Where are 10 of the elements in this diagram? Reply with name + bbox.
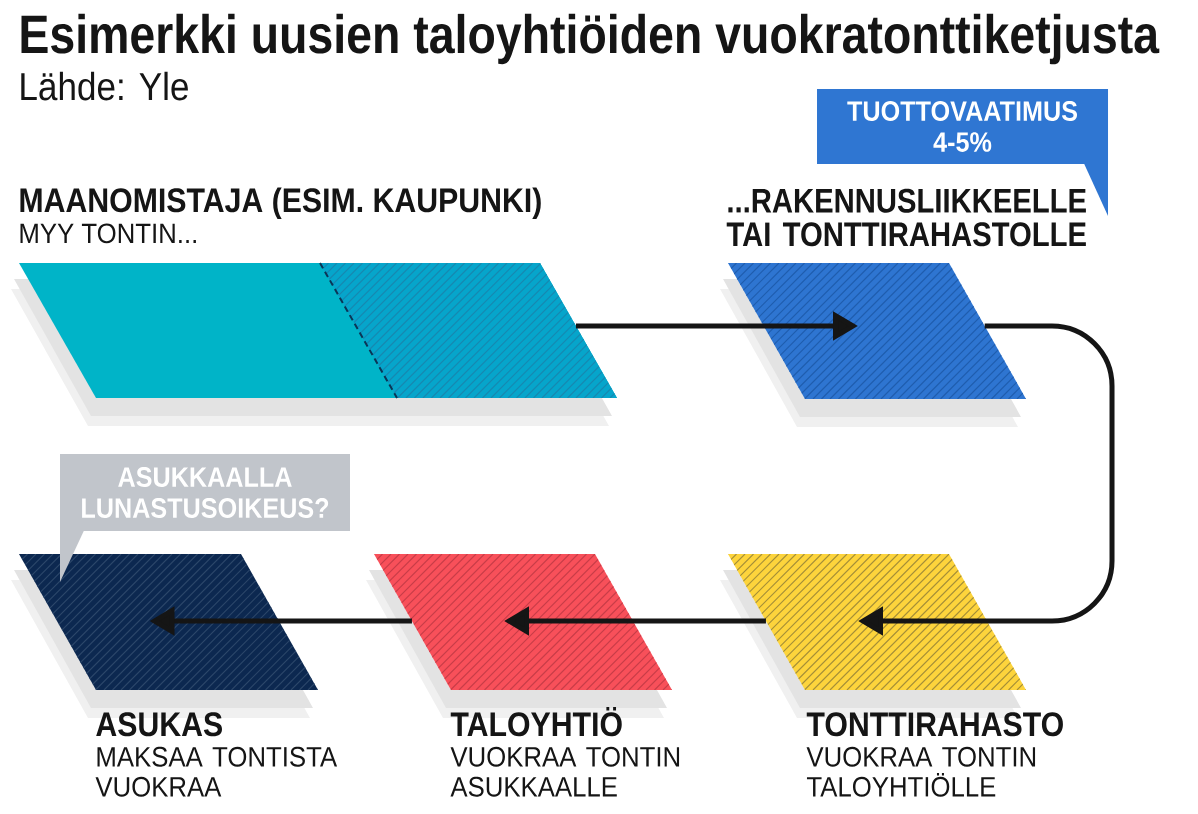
node-text: VUOKRAA TONTIN TALOYHTIÖLLE bbox=[806, 746, 1036, 797]
title: Esimerkki uusien taloyhtiöiden vuokratonttiketjusta bbox=[21, 13, 1160, 65]
source-note: Lähde: Yle bbox=[21, 71, 188, 101]
speech-bubble: ASUKKAALLA LUNASTUSOIKEUS? bbox=[60, 454, 350, 582]
node-text: MAKSAA TONTISTA VUOKRAA bbox=[95, 746, 338, 797]
node-text: MYY TONTIN... bbox=[20, 223, 196, 244]
node-heading: MAANOMISTAJA (ESIM. KAUPUNKI) bbox=[20, 187, 541, 220]
node-text: VUOKRAA TONTIN ASUKKAALLE bbox=[450, 746, 680, 797]
node-heading: ASUKAS bbox=[96, 712, 222, 737]
node-heading: TONTTIRAHASTO bbox=[806, 712, 1063, 737]
